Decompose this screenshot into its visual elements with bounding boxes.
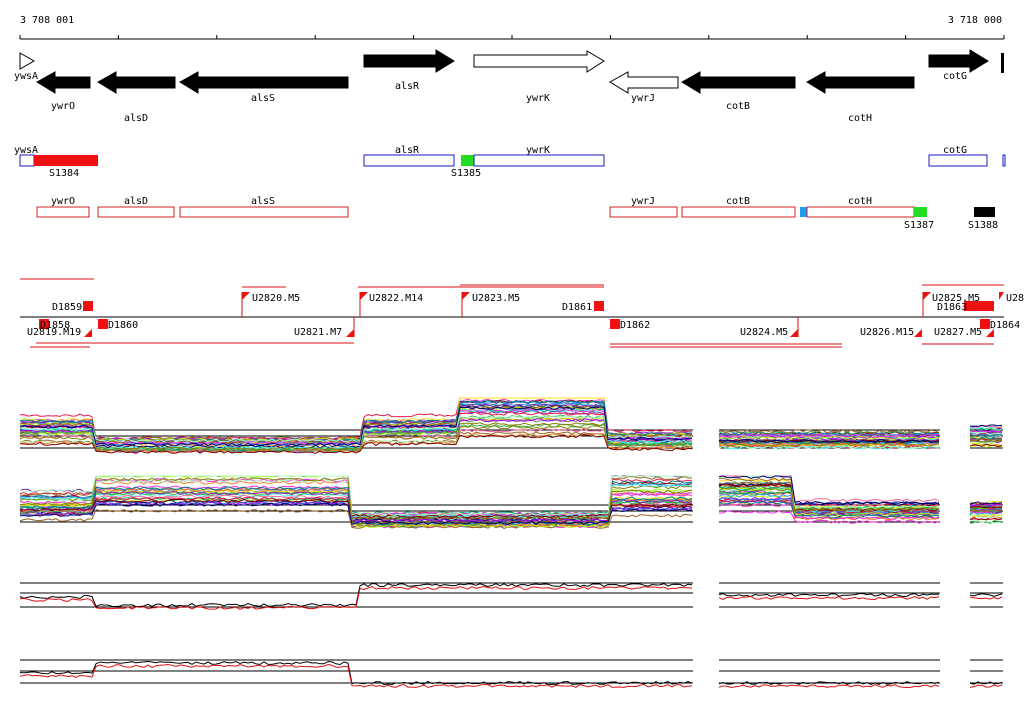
box-label-cotH: cotH bbox=[848, 196, 872, 207]
segment-D1861[interactable] bbox=[594, 301, 604, 311]
segment-U28[interactable] bbox=[999, 292, 1004, 300]
box-label-alsS: alsS bbox=[251, 196, 275, 207]
box-label-alsR: alsR bbox=[395, 145, 420, 156]
gene-label-alsD: alsD bbox=[124, 113, 148, 124]
marker-sky[interactable] bbox=[800, 207, 807, 217]
box-label-ywrK: ywrK bbox=[526, 145, 550, 156]
box-alsR[interactable] bbox=[363, 154, 455, 167]
marker-label-S1387: S1387 bbox=[904, 220, 934, 231]
box-label-ywrO: ywrO bbox=[51, 196, 75, 207]
box-partial-right[interactable] bbox=[1002, 154, 1006, 167]
gene-arrow-cotG[interactable] bbox=[928, 49, 989, 73]
segment-D1863[interactable] bbox=[964, 301, 994, 311]
box-label-ywrJ: ywrJ bbox=[631, 196, 655, 207]
segment-D1859[interactable] bbox=[83, 301, 93, 311]
gene-label-alsS: alsS bbox=[251, 93, 275, 104]
gene-label-cotH: cotH bbox=[848, 113, 872, 124]
box-ywsA[interactable] bbox=[19, 154, 35, 167]
gene-arrow-ywrO[interactable] bbox=[36, 71, 91, 94]
segment-label-U2820-M5: U2820.M5 bbox=[252, 293, 300, 304]
box-alsS[interactable] bbox=[179, 206, 349, 218]
expression-panel-3 bbox=[19, 582, 1003, 610]
gene-label-ywrO: ywrO bbox=[51, 101, 75, 112]
segment-U2819-M19[interactable] bbox=[84, 329, 92, 337]
segment-label-U2822-M14: U2822.M14 bbox=[369, 293, 423, 304]
segment-label-U2826-M15: U2826.M15 bbox=[860, 327, 914, 338]
box-cotB[interactable] bbox=[681, 206, 796, 218]
expression-panel-4 bbox=[19, 659, 1003, 689]
box-cotH[interactable] bbox=[806, 206, 915, 218]
marker-S1388[interactable] bbox=[974, 207, 995, 217]
gene-arrow-alsD[interactable] bbox=[97, 71, 176, 94]
box-ywrK[interactable] bbox=[473, 154, 605, 167]
segment-D1860[interactable] bbox=[98, 319, 108, 329]
box-ywrO[interactable] bbox=[36, 206, 90, 218]
gene-label-cotG: cotG bbox=[943, 71, 967, 82]
gene-arrow-ywrJ[interactable] bbox=[609, 71, 679, 94]
gene-arrow-alsR[interactable] bbox=[363, 49, 455, 73]
box-alsD[interactable] bbox=[97, 206, 175, 218]
segment-label-D1860: D1860 bbox=[108, 320, 138, 331]
coordinate-ruler: 3 708 001 3 718 000 bbox=[19, 15, 1005, 40]
segment-label-D1858: D1858 bbox=[40, 320, 70, 331]
segment-label-D1863: D1863 bbox=[937, 302, 967, 313]
segment-U2823-M5[interactable] bbox=[462, 292, 470, 300]
gene-arrow-cotH[interactable] bbox=[806, 71, 915, 94]
segment-label-U2825-M5: U2825.M5 bbox=[932, 293, 980, 304]
marker-label-S1385: S1385 bbox=[451, 168, 481, 179]
gene-label-ywrJ: ywrJ bbox=[631, 93, 655, 104]
expression-panels bbox=[19, 397, 1003, 689]
ruler-start-label: 3 708 001 bbox=[20, 15, 74, 26]
segment-U2824-M5[interactable] bbox=[790, 329, 798, 337]
gene-arrow-cotB[interactable] bbox=[681, 71, 796, 94]
segment-D1858[interactable] bbox=[39, 319, 49, 329]
segment-label-U28: U28 bbox=[1006, 293, 1024, 304]
segment-U2822-M14[interactable] bbox=[360, 292, 368, 300]
gene-arrow-ywsA[interactable] bbox=[19, 52, 36, 70]
gene-arrow-partial-right[interactable] bbox=[1001, 53, 1004, 73]
gene-arrow-alsS[interactable] bbox=[179, 71, 349, 94]
gene-label-ywrK: ywrK bbox=[526, 93, 550, 104]
segment-label-D1859: D1859 bbox=[52, 302, 82, 313]
segment-U2820-M5[interactable] bbox=[242, 292, 250, 300]
annotation-track-bottom: ywrO alsD alsS ywrJ cotB cotH S1387 S138… bbox=[36, 196, 998, 231]
gene-label-cotB: cotB bbox=[726, 101, 750, 112]
segment-label-D1864: D1864 bbox=[990, 320, 1020, 331]
segment-label-U2823-M5: U2823.M5 bbox=[472, 293, 520, 304]
segment-U2821-M7[interactable] bbox=[346, 329, 354, 337]
segment-U2826-M15[interactable] bbox=[914, 329, 922, 337]
expression-panel-1 bbox=[19, 397, 1003, 454]
box-label-cotB: cotB bbox=[726, 196, 750, 207]
segment-U2825-M5[interactable] bbox=[923, 292, 931, 300]
segment-D1862[interactable] bbox=[610, 319, 620, 329]
segment-label-D1861: D1861 bbox=[562, 302, 592, 313]
segment-track: D1859 U2820.M5 U2822.M14 U2823.M5 D1861 … bbox=[20, 278, 1024, 348]
segment-label-U2827-M5: U2827.M5 bbox=[934, 327, 982, 338]
ruler-end-label: 3 718 000 bbox=[948, 15, 1002, 26]
box-label-alsD: alsD bbox=[124, 196, 148, 207]
box-ywrJ[interactable] bbox=[609, 206, 678, 218]
segment-D1864[interactable] bbox=[980, 319, 990, 329]
gene-arrow-ywrK[interactable] bbox=[473, 50, 605, 73]
marker-label-S1388: S1388 bbox=[968, 220, 998, 231]
annotation-track-top: ywsA S1384 alsR S1385 ywrK cotG bbox=[14, 145, 1006, 179]
marker-label-S1384: S1384 bbox=[49, 168, 79, 179]
gene-label-ywsA: ywsA bbox=[14, 71, 38, 82]
marker-S1387[interactable] bbox=[914, 207, 927, 217]
box-label-ywsA: ywsA bbox=[14, 145, 38, 156]
expression-panel-2 bbox=[19, 475, 1003, 529]
box-label-cotG: cotG bbox=[943, 145, 967, 156]
segment-U2827-M5[interactable] bbox=[986, 329, 994, 337]
segment-label-U2824-M5: U2824.M5 bbox=[740, 327, 788, 338]
marker-S1384[interactable] bbox=[34, 155, 98, 166]
segment-label-U2821-M7: U2821.M7 bbox=[294, 327, 342, 338]
gene-arrow-track: ywsA ywrO alsD alsS alsR ywrK ywrJ cotB … bbox=[14, 49, 1004, 124]
segment-label-D1862: D1862 bbox=[620, 320, 650, 331]
segment-label-U2819-M19: U2819.M19 bbox=[27, 327, 81, 338]
box-cotG[interactable] bbox=[928, 154, 988, 167]
marker-S1385[interactable] bbox=[461, 155, 474, 166]
gene-label-alsR: alsR bbox=[395, 81, 420, 92]
